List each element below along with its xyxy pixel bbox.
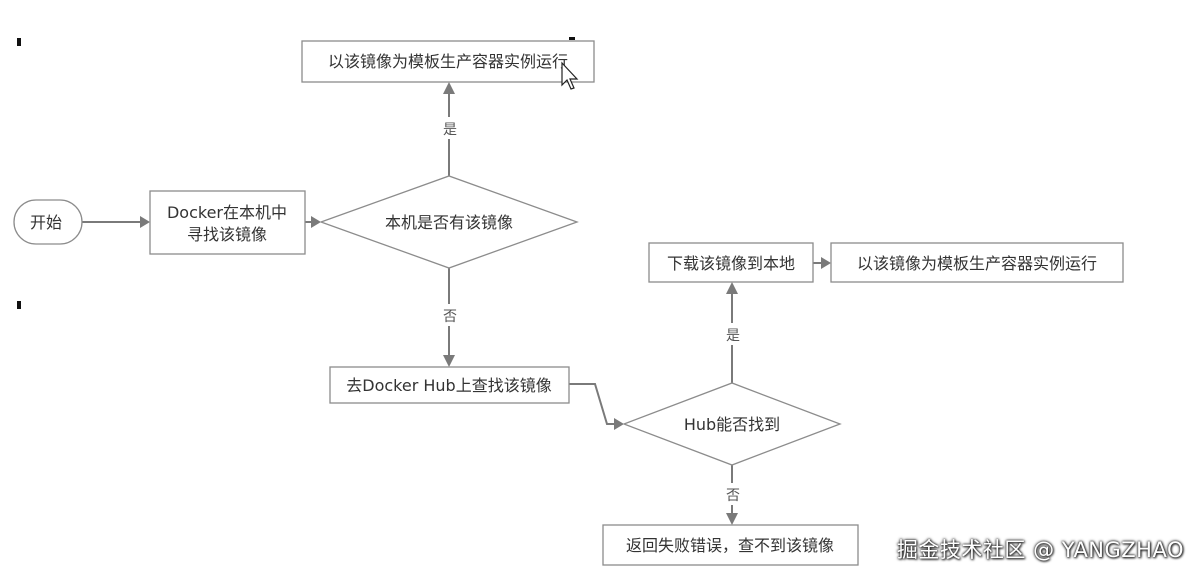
mouse-cursor-icon xyxy=(561,61,579,90)
label-bg xyxy=(722,483,744,505)
watermark: 掘金技术社区 @ YANGZHAO xyxy=(896,538,1184,562)
edge-label-yes-top: 是 xyxy=(443,122,457,138)
search-docker-hub-node xyxy=(329,366,570,404)
has-local-image-decision xyxy=(319,175,579,269)
run-container-top-node xyxy=(301,40,595,83)
edge-marker xyxy=(17,301,21,309)
label-bg xyxy=(439,117,461,139)
docker-local-search-node xyxy=(149,190,306,255)
arrowhead xyxy=(614,418,624,430)
hub-found-label: Hub能否找到 xyxy=(684,415,780,434)
label-bg xyxy=(439,304,461,326)
arrowhead xyxy=(311,216,321,228)
arrowhead xyxy=(140,216,150,228)
docker-local-search-line1: Docker在本机中 xyxy=(167,203,287,222)
run-container-top-label: 以该镜像为模板生产容器实例运行 xyxy=(328,52,568,71)
edge-marker xyxy=(569,37,575,40)
start-node xyxy=(13,199,83,245)
search-docker-hub-label: 去Docker Hub上查找该镜像 xyxy=(346,376,551,395)
start-label: 开始 xyxy=(30,213,62,232)
edge-hub-to-found xyxy=(569,383,614,425)
has-local-image-label: 本机是否有该镜像 xyxy=(385,213,513,232)
hub-found-decision xyxy=(622,382,842,466)
edge-label-yes-right: 是 xyxy=(726,328,740,344)
arrowhead xyxy=(726,282,738,294)
return-error-node xyxy=(602,524,859,566)
edge-marker xyxy=(17,38,21,46)
arrowhead xyxy=(443,355,455,367)
arrowhead xyxy=(726,513,738,525)
return-error-label: 返回失败错误，查不到该镜像 xyxy=(626,536,834,555)
arrowhead xyxy=(443,82,455,94)
download-local-node xyxy=(648,242,814,283)
arrowhead xyxy=(821,257,831,269)
docker-local-search-line2: 寻找该镜像 xyxy=(187,225,267,244)
edge-label-no-bottom: 否 xyxy=(726,488,740,504)
run-container-right-node xyxy=(830,242,1124,283)
label-bg xyxy=(722,323,744,345)
edge-label-no-middle: 否 xyxy=(443,309,457,325)
run-container-right-label: 以该镜像为模板生产容器实例运行 xyxy=(857,254,1097,273)
download-local-label: 下载该镜像到本地 xyxy=(667,254,795,273)
